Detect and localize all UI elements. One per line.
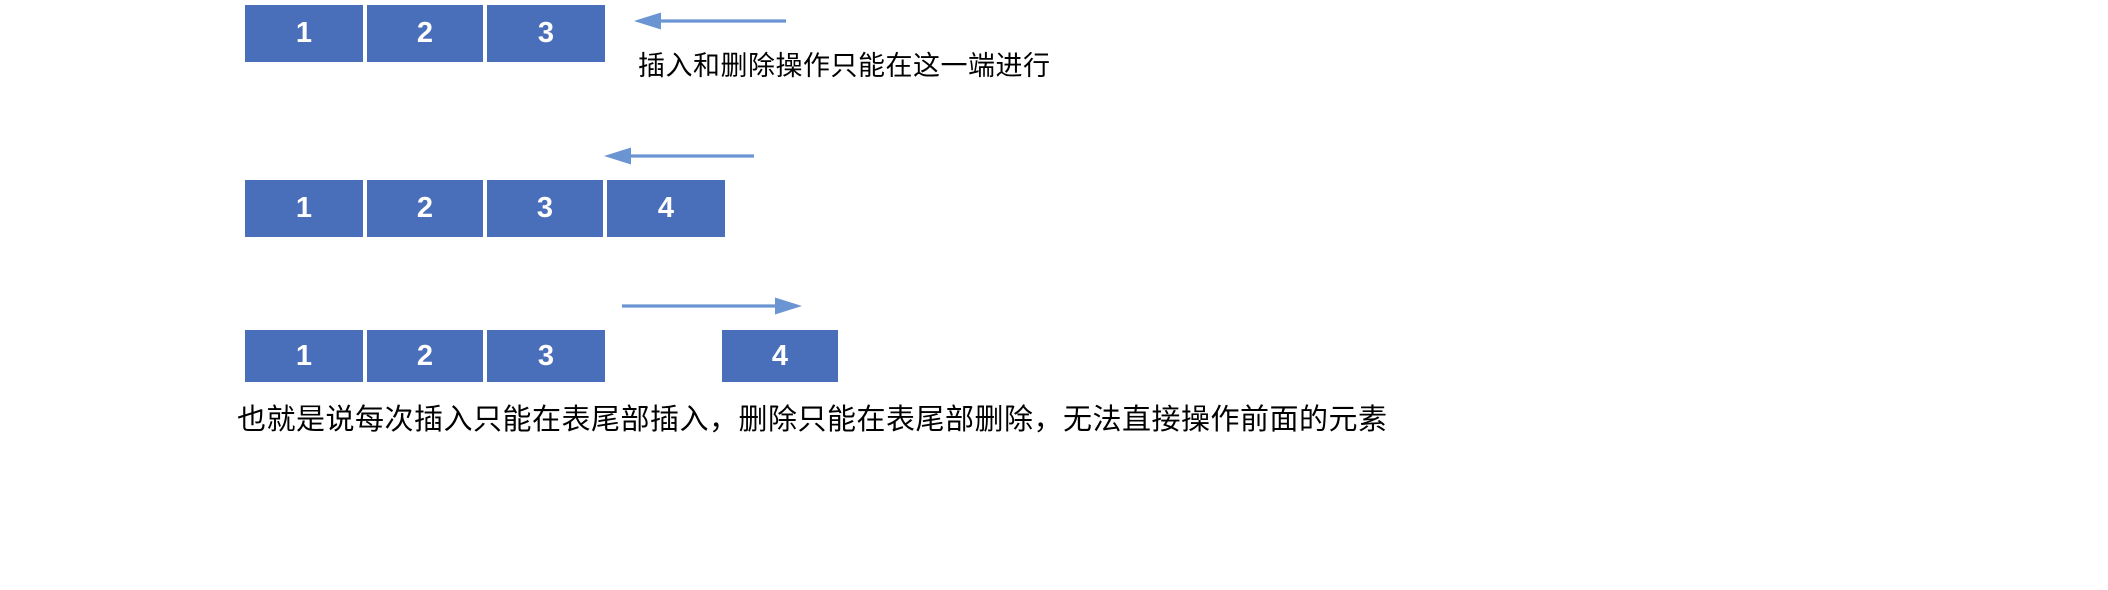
stack-cell: 1 [245, 5, 365, 62]
stack-cell: 2 [365, 5, 485, 62]
stack-cell: 2 [365, 330, 485, 382]
stack-row-after-pop: 1 2 3 [245, 330, 605, 382]
stack-cell: 2 [365, 180, 485, 237]
diagram-caption: 也就是说每次插入只能在表尾部插入，删除只能在表尾部删除，无法直接操作前面的元素 [237, 402, 1388, 436]
detached-cell-popped: 4 [722, 330, 838, 382]
stack-row-after-push: 1 2 3 4 [245, 180, 725, 237]
stack-row-initial: 1 2 3 [245, 5, 605, 62]
note-insert-delete-end: 插入和删除操作只能在这一端进行 [638, 51, 1051, 82]
stack-cell: 1 [245, 330, 365, 382]
left-arrow-row2 [604, 147, 754, 165]
right-arrow-row3 [622, 297, 802, 315]
stack-cell: 1 [245, 180, 365, 237]
stack-cell: 4 [605, 180, 725, 237]
left-arrow-row1 [634, 12, 786, 30]
stack-cell: 3 [485, 330, 605, 382]
stack-cell: 3 [485, 5, 605, 62]
stack-cell: 3 [485, 180, 605, 237]
